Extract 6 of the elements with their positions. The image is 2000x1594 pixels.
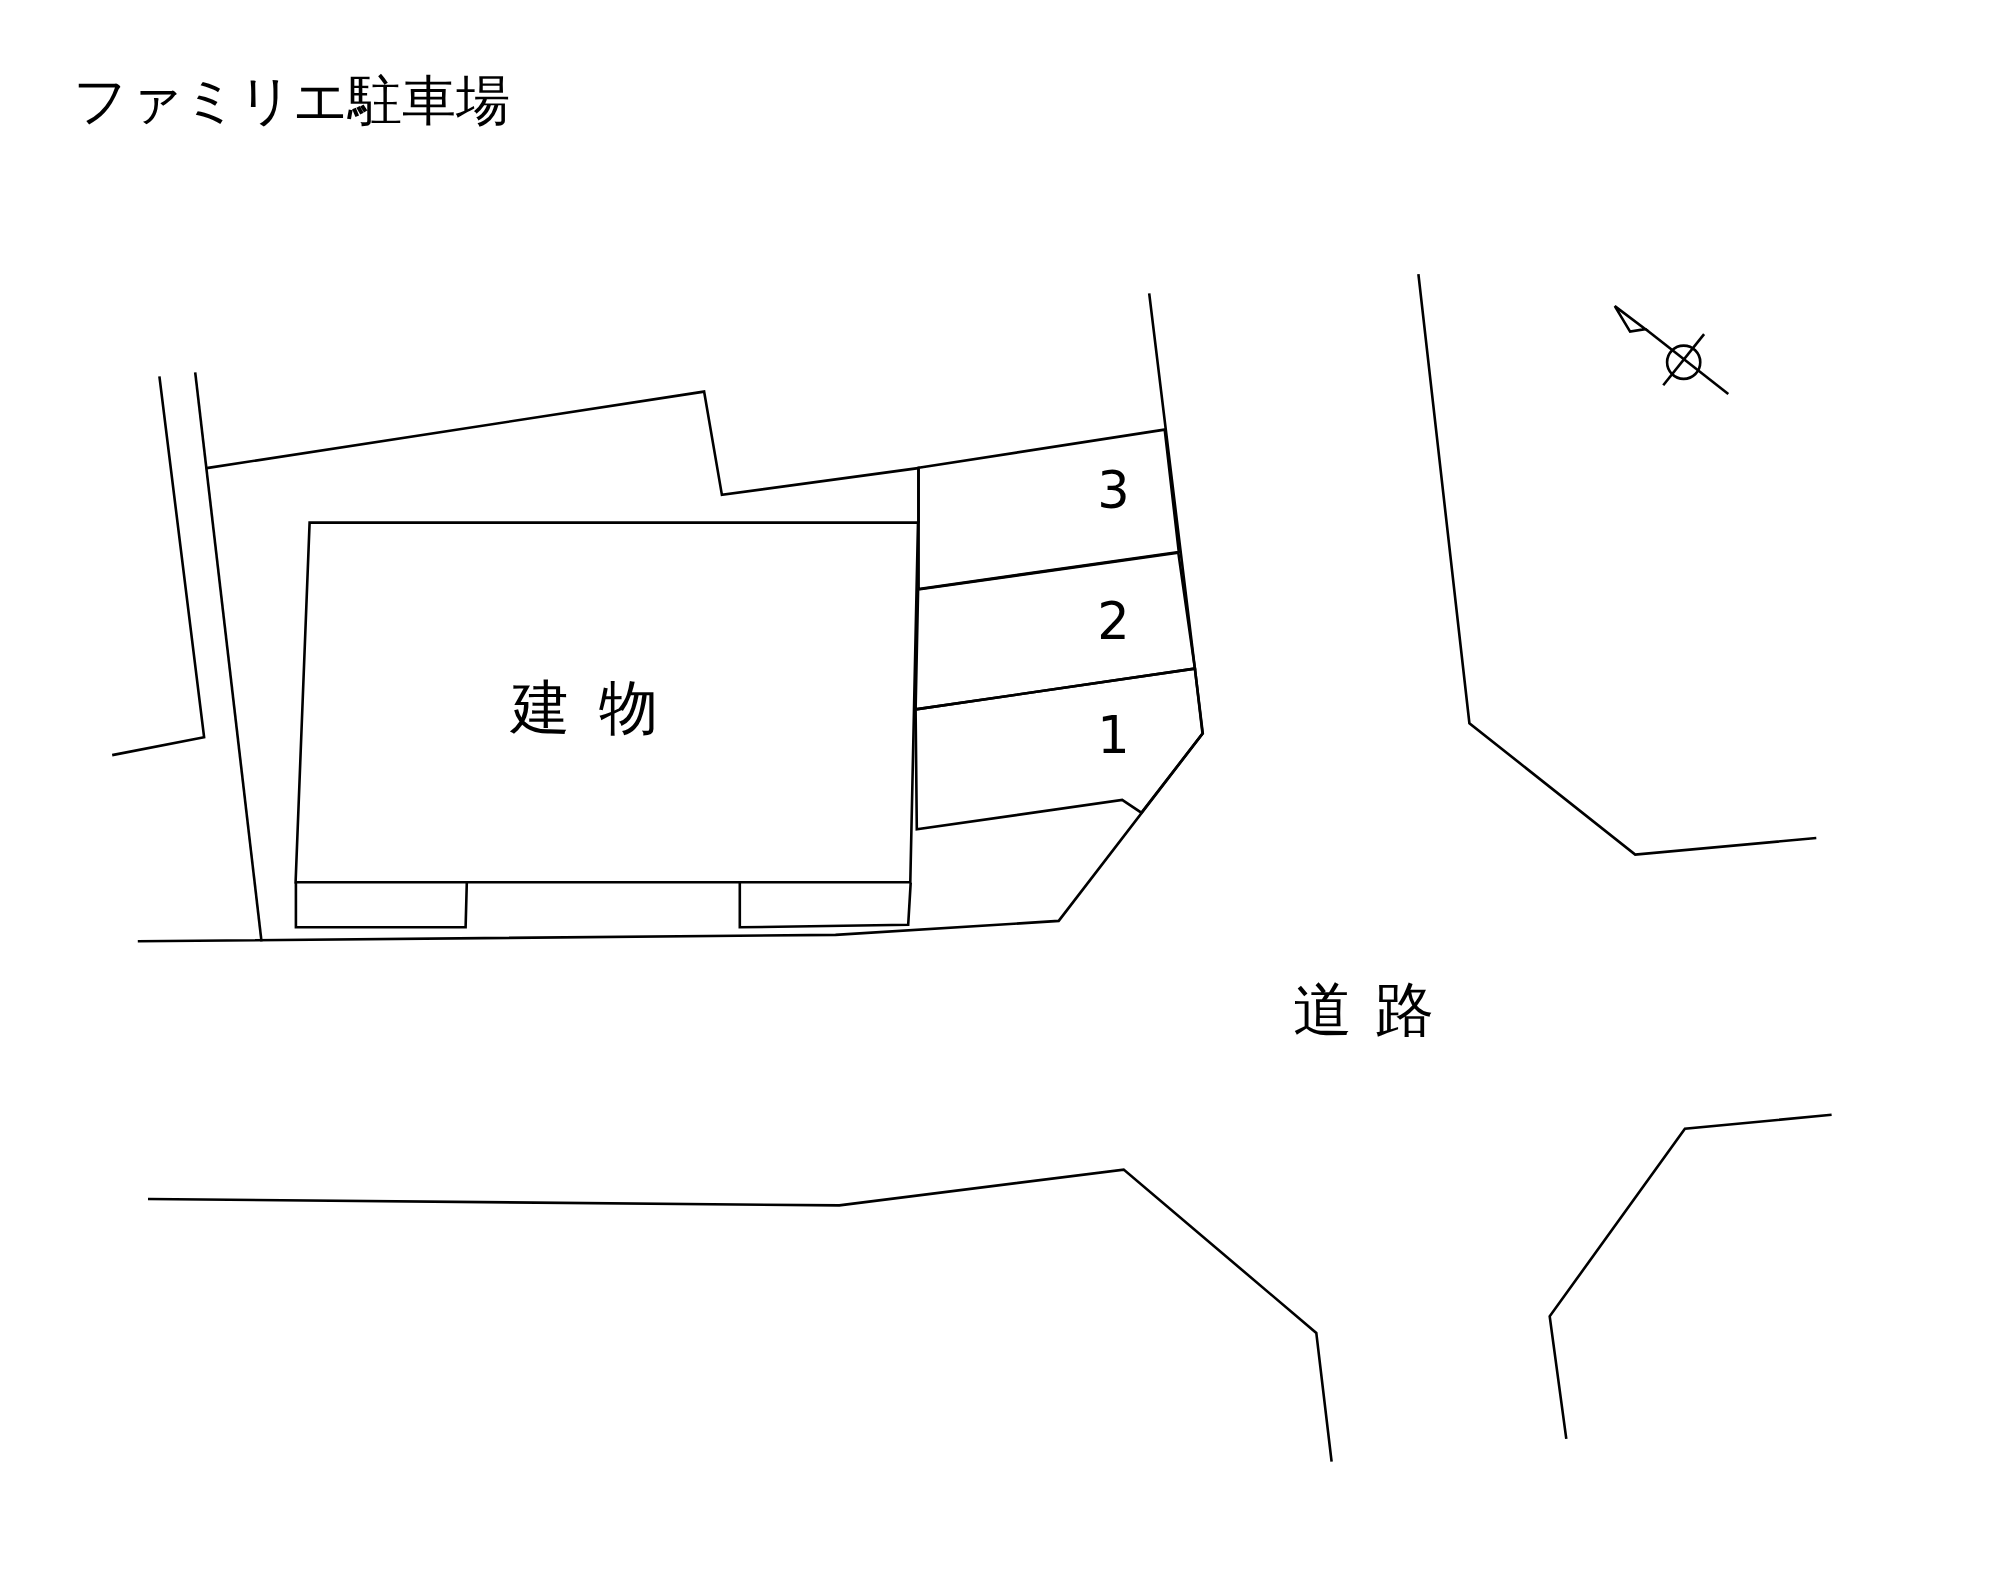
page-title: ファミリエ駐車場 bbox=[72, 73, 510, 128]
building-label: 建物 bbox=[511, 678, 688, 738]
road-label: 道路 bbox=[1292, 980, 1458, 1040]
space-number: 2 bbox=[1097, 596, 1130, 648]
space-number: 3 bbox=[1097, 465, 1130, 517]
space-number: 1 bbox=[1097, 710, 1130, 762]
